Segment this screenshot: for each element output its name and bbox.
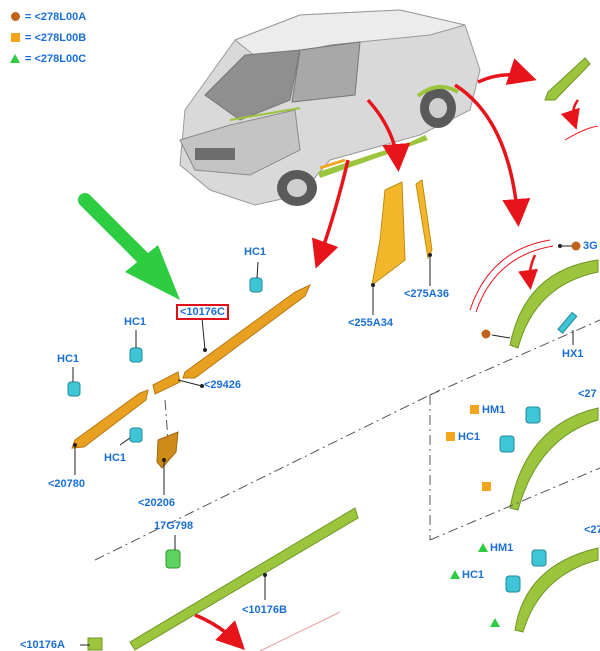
clip-link-hc1-top[interactable]: HC1 — [244, 246, 267, 258]
clip-link-hc1-triangle[interactable]: HC1 — [462, 569, 485, 581]
marker-dot-arch — [481, 329, 491, 339]
marker-square-hc1 — [446, 432, 455, 441]
legend-row-a: = <278L00A — [8, 6, 86, 27]
part-link-10176B[interactable]: <10176B — [242, 604, 287, 616]
part-link-27-upper[interactable]: <27 — [578, 388, 597, 400]
marker-dot-3G — [571, 241, 581, 251]
part-link-29426[interactable]: <29426 — [204, 379, 242, 391]
legend-text-b: = <278L00B — [25, 31, 87, 44]
sill-mouldings — [87, 507, 359, 651]
leader-dots — [73, 244, 562, 577]
part-link-255A34[interactable]: <255A34 — [348, 317, 393, 329]
van-illustration — [179, 9, 481, 206]
clip-link-hc1-mid[interactable]: HC1 — [124, 316, 147, 328]
legend-text-a: = <278L00A — [25, 10, 87, 23]
marker-triangle-arch — [490, 618, 500, 627]
square-symbol-icon — [10, 33, 20, 42]
part-link-20780[interactable]: <20780 — [48, 478, 86, 490]
green-clip-17G798 — [165, 549, 181, 569]
clip-link-hc1-left[interactable]: HC1 — [57, 353, 80, 365]
part-link-HX1[interactable]: HX1 — [562, 348, 584, 360]
dot-symbol-icon — [10, 12, 20, 21]
clip-link-hm1-triangle[interactable]: HM1 — [490, 542, 514, 554]
legend: = <278L00A = <278L00B = <278L00C — [8, 6, 86, 69]
clip-link-hc1-bottom[interactable]: HC1 — [104, 452, 127, 464]
part-link-17G798[interactable]: 17G798 — [154, 520, 194, 532]
part-link-10176A[interactable]: <10176A — [20, 639, 65, 651]
legend-row-c: = <278L00C — [8, 48, 86, 69]
green-callout-arrow — [78, 193, 180, 300]
part-link-20206[interactable]: <20206 — [138, 497, 176, 509]
legend-row-b: = <278L00B — [8, 27, 86, 48]
marker-triangle-hm1 — [478, 543, 488, 552]
section-lines — [94, 319, 600, 561]
leader-lines — [72, 245, 575, 646]
clips — [67, 277, 578, 593]
part-link-10176C[interactable]: <10176C — [176, 304, 229, 320]
red-arrows — [194, 58, 580, 650]
legend-text-c: = <278L00C — [25, 52, 87, 65]
wheel-arches — [469, 57, 599, 633]
marker-square-arch — [482, 482, 491, 491]
clip-link-hm1-square[interactable]: HM1 — [482, 404, 506, 416]
triangle-symbol-icon — [10, 54, 20, 63]
part-link-275A36[interactable]: <275A36 — [404, 288, 449, 300]
part-link-27-lower[interactable]: <27 — [584, 524, 600, 536]
clip-link-hc1-square[interactable]: HC1 — [458, 431, 481, 443]
pillar-trims — [371, 179, 433, 287]
marker-triangle-hc1 — [450, 570, 460, 579]
marker-square-hm1 — [470, 405, 479, 414]
part-link-3G[interactable]: 3G — [583, 240, 598, 252]
orange-mouldings — [71, 283, 312, 469]
